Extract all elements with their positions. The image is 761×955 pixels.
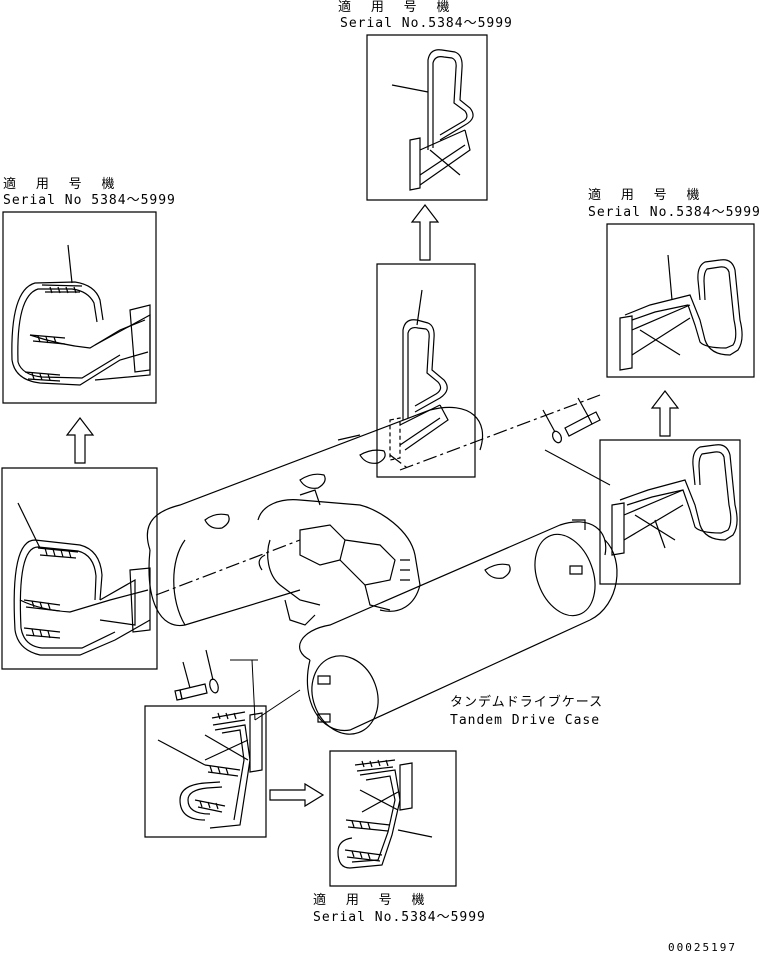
handrail-lower-right-detail (612, 445, 737, 555)
step-ladder-bottom-right-detail (338, 760, 432, 868)
transmission-center (258, 490, 420, 625)
right-serial-label: Serial No.5384～5999 (588, 205, 761, 220)
step-ladder-upper-left-detail (12, 245, 150, 385)
detail-box-bottom-left (145, 706, 266, 837)
handrail-top-detail (392, 50, 473, 190)
left-serial-label: Serial No 5384～5999 (3, 193, 176, 208)
bottom-applicable-label: 適 用 号 機 (313, 893, 431, 908)
washer-left (206, 650, 220, 694)
bottom-serial-label: Serial No.5384～5999 (313, 910, 486, 925)
arrow-left-up (67, 418, 93, 463)
detail-box-top (367, 35, 487, 200)
right-applicable-label: 適 用 号 機 (588, 188, 706, 203)
tandem-drive-case-front (300, 520, 617, 744)
washer-right (543, 410, 563, 444)
handrail-center-detail (390, 290, 448, 460)
detail-box-lower-left (2, 468, 157, 669)
tandem-drive-case-jp-label: タンデムドライブケース (450, 695, 604, 710)
arrow-right-up (652, 391, 678, 436)
step-ladder-lower-left-detail (14, 503, 150, 655)
step-ladder-bottom-left-detail (158, 712, 262, 828)
tandem-drive-case-rear (147, 407, 482, 625)
drawing-number: 00025197 (668, 941, 737, 954)
top-applicable-label: 適 用 号 機 (338, 0, 456, 15)
tandem-drive-case-en-label: Tandem Drive Case (450, 713, 601, 728)
center-lines (156, 395, 600, 595)
bolt-right (565, 398, 600, 436)
bolt-left (175, 662, 207, 700)
detail-box-upper-left (3, 212, 156, 403)
detail-box-upper-right (607, 224, 754, 377)
detail-box-bottom-right (330, 751, 456, 886)
detail-box-lower-right (600, 440, 740, 584)
arrow-bottom-right (270, 784, 323, 806)
top-serial-label: Serial No.5384～5999 (340, 16, 513, 31)
handrail-upper-right-detail (620, 255, 742, 370)
left-applicable-label: 適 用 号 機 (3, 177, 121, 192)
arrow-center-to-top (412, 205, 438, 260)
detail-box-center (377, 264, 475, 477)
